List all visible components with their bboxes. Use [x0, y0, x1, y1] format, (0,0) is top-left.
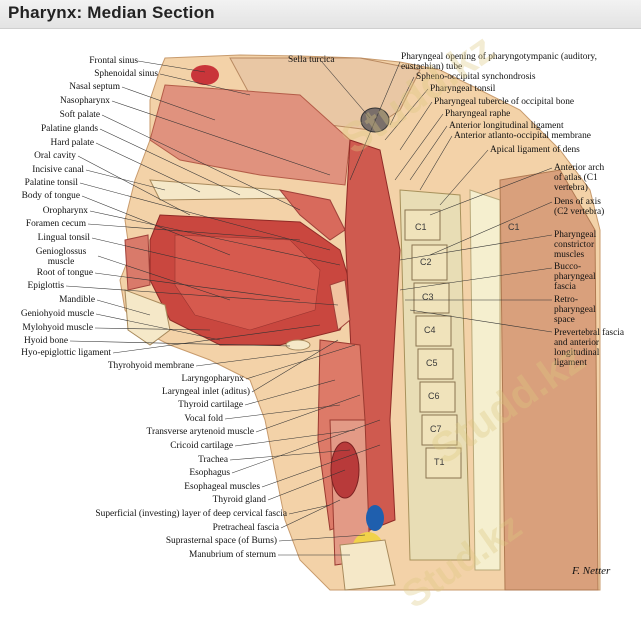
page-title: Pharynx: Median Section	[8, 3, 215, 22]
label-thyrohyoid-membrane: Thyrohyoid membrane	[107, 361, 194, 371]
label-lingual-tonsil: Lingual tonsil	[37, 233, 90, 243]
vertebra-c5-block	[417, 348, 454, 380]
label-laryngeal-inlet: Laryngeal inlet (aditus)	[162, 387, 250, 397]
vertebra-label-t1: T1	[434, 457, 445, 467]
label-anterior-longitudinal-ligament: Anterior longitudinal ligament	[449, 121, 564, 131]
label-palatine-glands: Palatine glands	[40, 124, 98, 134]
hyoid-bone	[285, 339, 311, 351]
right-leader-lines	[321, 61, 553, 333]
label-thyroid-gland: Thyroid gland	[212, 495, 266, 505]
label-thyroid-cartilage: Thyroid cartilage	[178, 400, 243, 410]
lips	[124, 234, 151, 291]
label-hyo-epiglottic-ligament: Hyo-epiglottic ligament	[21, 348, 111, 358]
vertebra-t1-block	[425, 447, 462, 479]
label-palatine-tonsil: Palatine tonsil	[24, 178, 78, 188]
vertebra-label-c1: C1	[415, 222, 427, 232]
posterior-neck	[499, 169, 599, 591]
label-anterior-atlanto-occipital-membrane: Anterior atlanto-occipital membrane	[454, 131, 591, 141]
label-pharyngeal-constrictor-muscles: Pharyngeal constrictor muscles	[554, 230, 597, 260]
label-laryngopharynx: Laryngopharynx	[181, 374, 244, 384]
label-genioglossus-muscle: Genioglossus muscle	[35, 247, 87, 267]
label-mylohyoid-muscle: Mylohyoid muscle	[22, 323, 93, 333]
label-hard-palate: Hard palate	[50, 138, 94, 148]
label-body-of-tongue: Body of tongue	[21, 191, 80, 201]
label-sella-turcica: Sella turcica	[288, 55, 335, 65]
vertebra-c2-block	[411, 244, 448, 281]
label-prevertebral-fascia: Prevertebral fascia and anterior longitu…	[554, 328, 625, 368]
sphenoidal-sinus	[360, 107, 390, 133]
anatomy-illustration: C1 C2 C3 C4 C5 C6 C7 T1 C1	[65, 54, 601, 591]
label-epiglottis: Epiglottis	[27, 281, 64, 291]
atlas-posterior-label: C1	[508, 222, 520, 232]
vessel-blue	[366, 505, 384, 531]
title-bar: Pharynx: Median Section	[0, 0, 641, 29]
label-sphenoidal-sinus: Sphenoidal sinus	[94, 69, 158, 79]
left-leader-lines	[65, 60, 381, 556]
label-foramen-cecum: Foramen cecum	[25, 219, 86, 229]
label-retro-pharyngeal-space: Retro-pharyngeal space	[554, 295, 596, 325]
nasal-cavity	[149, 84, 351, 186]
label-superficial-investing-fascia: Superficial (investing) layer of deep ce…	[95, 509, 287, 519]
vertebra-c4-block	[415, 315, 452, 347]
label-bucco-pharyngeal-fascia: Bucco-pharyngeal fascia	[554, 262, 596, 292]
label-transverse-arytenoid-muscle: Transverse arytenoid muscle	[146, 427, 254, 437]
label-pharyngeal-opening-tube: Pharyngeal opening of pharyngotympanic (…	[401, 52, 597, 72]
vertebra-c7-block	[421, 414, 458, 446]
vertebra-c6-block	[419, 381, 456, 413]
label-incisive-canal: Incisive canal	[32, 165, 84, 175]
vertebra-label-c3: C3	[422, 292, 434, 302]
label-geniohyoid-muscle: Geniohyoid muscle	[20, 309, 94, 319]
artist-signature: F. Netter	[572, 565, 611, 577]
label-spheno-occipital-synchondrosis: Spheno-occipital synchondrosis	[416, 72, 536, 82]
vertebra-c1-block	[404, 209, 441, 241]
label-hyoid-bone: Hyoid bone	[23, 336, 68, 346]
label-apical-ligament-of-dens: Apical ligament of dens	[490, 145, 580, 155]
label-pharyngeal-tonsil: Pharyngeal tonsil	[430, 84, 496, 94]
label-cricoid-cartilage: Cricoid cartilage	[170, 441, 233, 451]
label-nasal-septum: Nasal septum	[69, 82, 120, 92]
label-esophagus: Esophagus	[189, 468, 230, 478]
soft-palate	[278, 189, 346, 241]
epiglottis	[329, 279, 351, 331]
label-suprasternal-space: Suprasternal space (of Burns)	[165, 536, 277, 546]
spinal-cord	[469, 189, 501, 571]
vertebra-label-c6: C6	[428, 391, 440, 401]
label-vocal-fold: Vocal fold	[184, 414, 223, 424]
label-nasopharynx: Nasopharynx	[60, 96, 110, 106]
label-soft-palate: Soft palate	[59, 110, 100, 120]
frontal-sinus	[191, 65, 219, 85]
label-pretracheal-fascia: Pretracheal fascia	[212, 523, 279, 533]
label-oropharynx: Oropharynx	[42, 206, 88, 216]
vertebra-label-c7: C7	[430, 424, 442, 434]
mandible	[124, 289, 171, 346]
label-pharyngeal-raphe: Pharyngeal raphe	[445, 109, 511, 119]
vertebra-c3-block	[413, 282, 450, 314]
manubrium	[339, 539, 396, 591]
vertebra-label-c2: C2	[420, 257, 432, 267]
label-mandible: Mandible	[59, 295, 95, 305]
label-frontal-sinus: Frontal sinus	[89, 56, 138, 66]
label-pharyngeal-tubercle: Pharyngeal tubercle of occipital bone	[434, 97, 575, 107]
label-oral-cavity: Oral cavity	[34, 151, 76, 161]
label-root-of-tongue: Root of tongue	[36, 268, 93, 278]
vertebra-label-c5: C5	[426, 358, 438, 368]
label-anterior-arch-of-atlas: Anterior arch of atlas (C1 vertebra)	[554, 163, 605, 193]
label-trachea: Trachea	[198, 455, 228, 465]
label-esophageal-muscles: Esophageal muscles	[184, 482, 260, 492]
label-dens-of-axis: Dens of axis (C2 vertebra)	[554, 197, 605, 217]
label-manubrium-of-sternum: Manubrium of sternum	[189, 550, 276, 560]
vertebra-label-c4: C4	[424, 325, 436, 335]
tongue-muscle	[174, 234, 321, 331]
